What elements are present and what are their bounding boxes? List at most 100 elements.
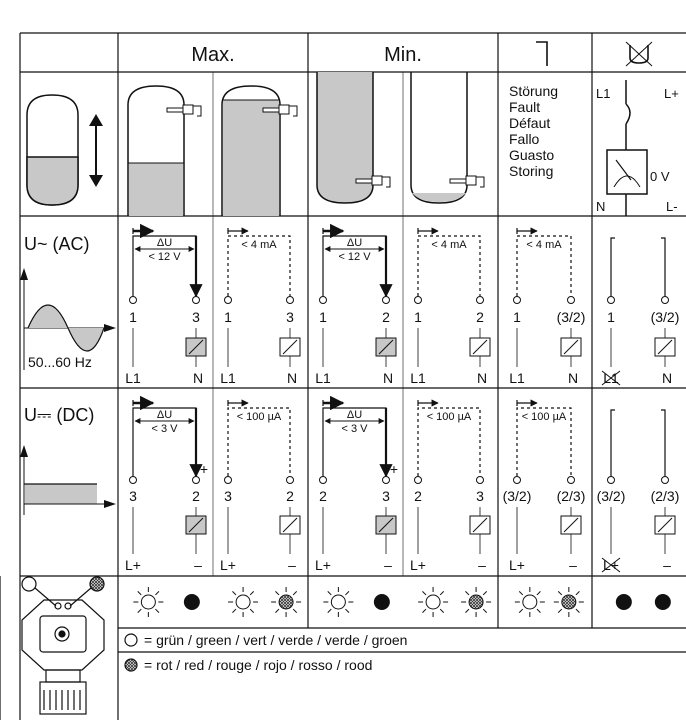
led-3-1 (323, 587, 354, 617)
terminal-icon (414, 476, 422, 484)
supply-left-label: L1 (410, 370, 426, 386)
led-6-1 (615, 594, 632, 610)
terminal-right-label: (3/2) (557, 309, 586, 325)
light-ray (536, 591, 541, 596)
fault-language-item: Störung (509, 83, 558, 99)
led-states (133, 587, 671, 617)
supply-right-label: – (663, 557, 671, 573)
light-ray (575, 608, 580, 613)
led-4-2 (461, 587, 492, 617)
voltage-drop-label: < 12 V (148, 251, 181, 263)
light-ray (422, 608, 427, 613)
light-ray (557, 591, 563, 596)
power-zero-v: 0 V (650, 169, 670, 184)
green-led-icon (124, 633, 138, 647)
supply-left-label: L1 (315, 370, 331, 386)
supply-right-label: N (383, 370, 393, 386)
subcolumn-dividers (212, 72, 404, 576)
led-off-icon (183, 594, 200, 610)
level-switch-icon (262, 104, 298, 117)
legend-green: = grün / green / vert / verde / verde / … (144, 632, 407, 648)
leakage-current-label: < 100 µA (522, 411, 567, 423)
delta-u-label: ΔU (157, 237, 172, 249)
light-ray (232, 591, 237, 596)
terminal-right-label: (3/2) (651, 309, 680, 325)
terminal-icon (319, 296, 327, 304)
supply-left-label: L1 (125, 370, 141, 386)
terminal-icon (513, 296, 521, 304)
led-5-2 (553, 587, 584, 617)
fault-language-item: Fault (509, 99, 540, 115)
leakage-current-label: < 4 mA (526, 239, 562, 251)
terminal-icon (382, 296, 390, 304)
terminal-icon (129, 296, 137, 304)
terminal-right-label: 3 (286, 309, 294, 325)
dc-circuit-6: (3/2)(2/3)L+– (597, 409, 680, 573)
red-led-on-icon (468, 594, 484, 610)
light-ray (327, 591, 332, 596)
leakage-current-label: < 100 µA (427, 411, 472, 423)
supply-right-label: N (662, 370, 672, 386)
light-ray (249, 591, 255, 596)
signal-loop (516, 407, 572, 476)
fault-language-item: Storing (509, 163, 553, 179)
light-ray (422, 591, 427, 596)
terminal-left-label: 1 (414, 309, 422, 325)
ac-sine-icon (20, 268, 116, 370)
power-lplus: L+ (664, 86, 679, 101)
open-lead (610, 237, 615, 296)
light-ray (327, 608, 332, 613)
level-switch-icon (355, 175, 391, 188)
supply-right-label: – (288, 557, 296, 573)
light-ray (465, 608, 470, 613)
terminal-right-label: 3 (382, 488, 390, 504)
supply-right-label: – (569, 557, 577, 573)
supply-left-label: L+ (315, 557, 331, 573)
power-lminus: L- (666, 199, 678, 214)
tank-max-low (127, 85, 202, 216)
terminal-icon (414, 296, 422, 304)
legend-red: = rot / red / rouge / rojo / rosso / roo… (144, 657, 372, 673)
light-ray (155, 608, 160, 613)
light-ray (518, 591, 524, 596)
dc-signal-icon (20, 445, 116, 515)
light-ray (439, 591, 445, 596)
light-ray (557, 608, 563, 613)
light-ray (292, 608, 298, 613)
light-ray (275, 608, 280, 613)
leakage-current-label: < 4 mA (431, 239, 467, 251)
power-off-symbol-icon (625, 41, 653, 67)
light-ray (292, 591, 298, 596)
voltage-drop-label: < 3 V (152, 423, 179, 435)
fault-language-item: Guasto (509, 147, 554, 163)
terminal-right-label: (2/3) (651, 488, 680, 504)
signal-loop (227, 235, 291, 296)
fault-symbol-icon (536, 41, 548, 66)
light-ray (345, 608, 350, 613)
light-ray (518, 608, 524, 613)
terminal-icon (661, 476, 669, 484)
power-n: N (596, 199, 605, 214)
led-5-1 (514, 587, 545, 617)
light-ray (439, 608, 445, 613)
light-ray (249, 608, 255, 613)
terminal-left-label: 1 (129, 309, 137, 325)
supply-left-label: L1 (509, 370, 525, 386)
terminal-icon (286, 476, 294, 484)
leakage-current-label: < 100 µA (237, 411, 282, 423)
supply-right-label: N (477, 370, 487, 386)
terminal-icon (382, 476, 390, 484)
dc-title: U⎓ (DC) (24, 405, 94, 425)
light-ray (482, 608, 488, 613)
led-1-1 (133, 587, 164, 617)
cross-out-icon (601, 370, 621, 386)
led-off-icon (654, 594, 671, 610)
terminal-icon (607, 476, 615, 484)
